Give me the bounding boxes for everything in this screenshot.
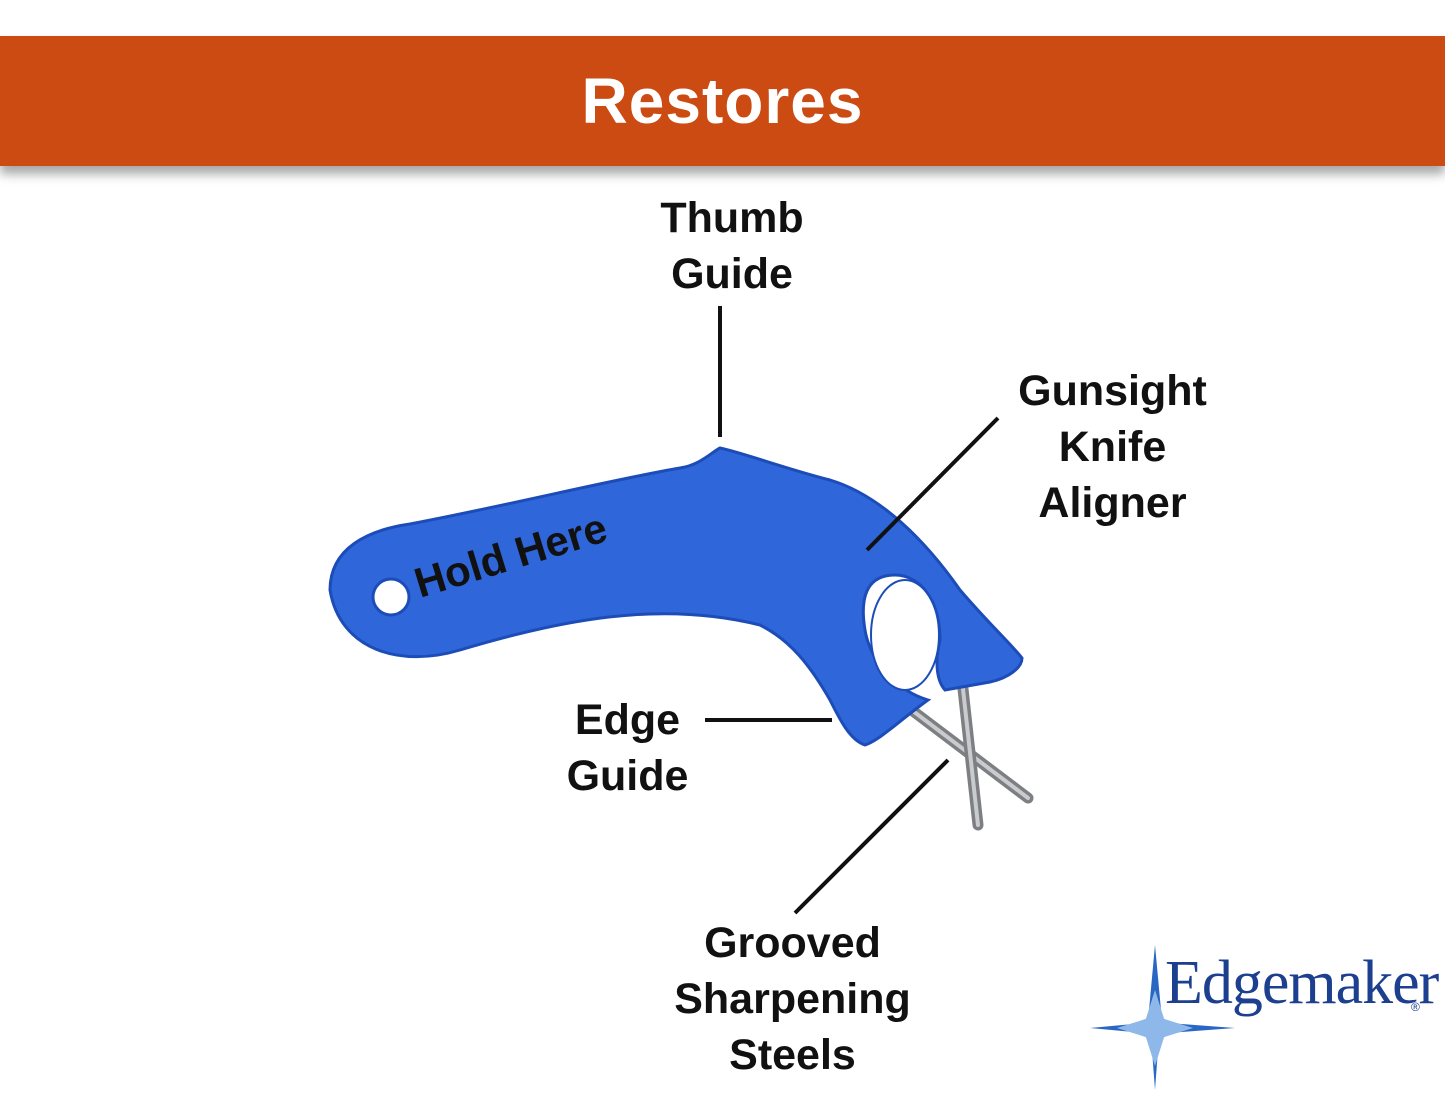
banner-title: Restores (581, 65, 864, 137)
registered-mark: ® (1411, 1000, 1420, 1014)
finger-hole (870, 579, 940, 691)
callout-lines (705, 306, 1000, 915)
sharpening-steels (899, 674, 1034, 831)
sharpener-body (328, 446, 1024, 747)
hanging-hole (371, 577, 411, 617)
grooved-steels-label: Grooved Sharpening Steels (674, 919, 911, 1079)
brand-name: Edgemaker (1165, 949, 1439, 1017)
star-icon (1090, 945, 1235, 1090)
header-banner: Restores (0, 36, 1445, 166)
gunsight-aligner-label: Gunsight Knife Aligner (1018, 367, 1207, 527)
thumb-guide-label: Thumb Guide (660, 194, 804, 298)
edgemaker-logo: Edgemaker ® (1085, 940, 1439, 1095)
edge-guide-label: Edge Guide (566, 696, 689, 800)
